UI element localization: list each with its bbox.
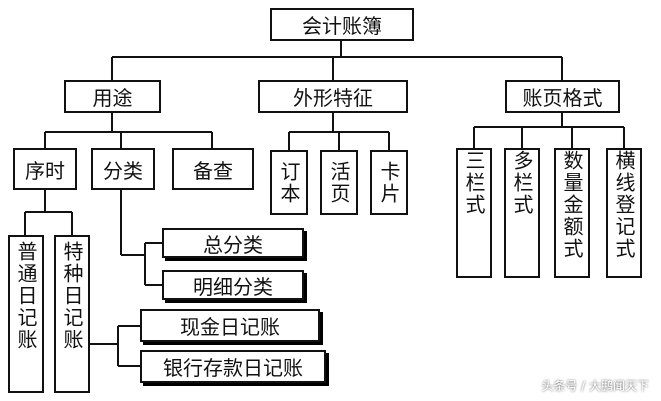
node-usage: 用途 — [64, 80, 161, 113]
node-general-journal: 普通日记账 — [8, 235, 44, 393]
node-reference: 备查 — [172, 148, 254, 190]
node-bank-journal: 银行存款日记账 — [140, 350, 326, 383]
node-classified: 分类 — [91, 148, 155, 190]
node-sequential: 序时 — [13, 148, 77, 190]
node-cash-journal: 现金日记账 — [140, 309, 320, 342]
node-bound: 订本 — [270, 150, 308, 215]
node-general-ledger: 总分类 — [162, 228, 304, 258]
node-horizontal-register: 横线登记式 — [606, 148, 642, 278]
node-subsidiary-ledger: 明细分类 — [162, 270, 304, 300]
node-three-column: 三栏式 — [456, 148, 492, 278]
node-quantity-amount: 数量金额式 — [554, 148, 590, 278]
node-appearance: 外形特征 — [258, 80, 408, 113]
node-multi-column: 多栏式 — [504, 148, 540, 278]
node-card: 卡片 — [370, 150, 408, 215]
node-accounting-books: 会计账簿 — [270, 8, 414, 41]
node-loose-leaf: 活页 — [320, 150, 358, 215]
node-page-format: 账页格式 — [505, 80, 620, 113]
node-special-journal: 特种日记账 — [54, 235, 90, 393]
watermark-text: 头条号 / 大鹏闻天下 — [541, 379, 649, 393]
